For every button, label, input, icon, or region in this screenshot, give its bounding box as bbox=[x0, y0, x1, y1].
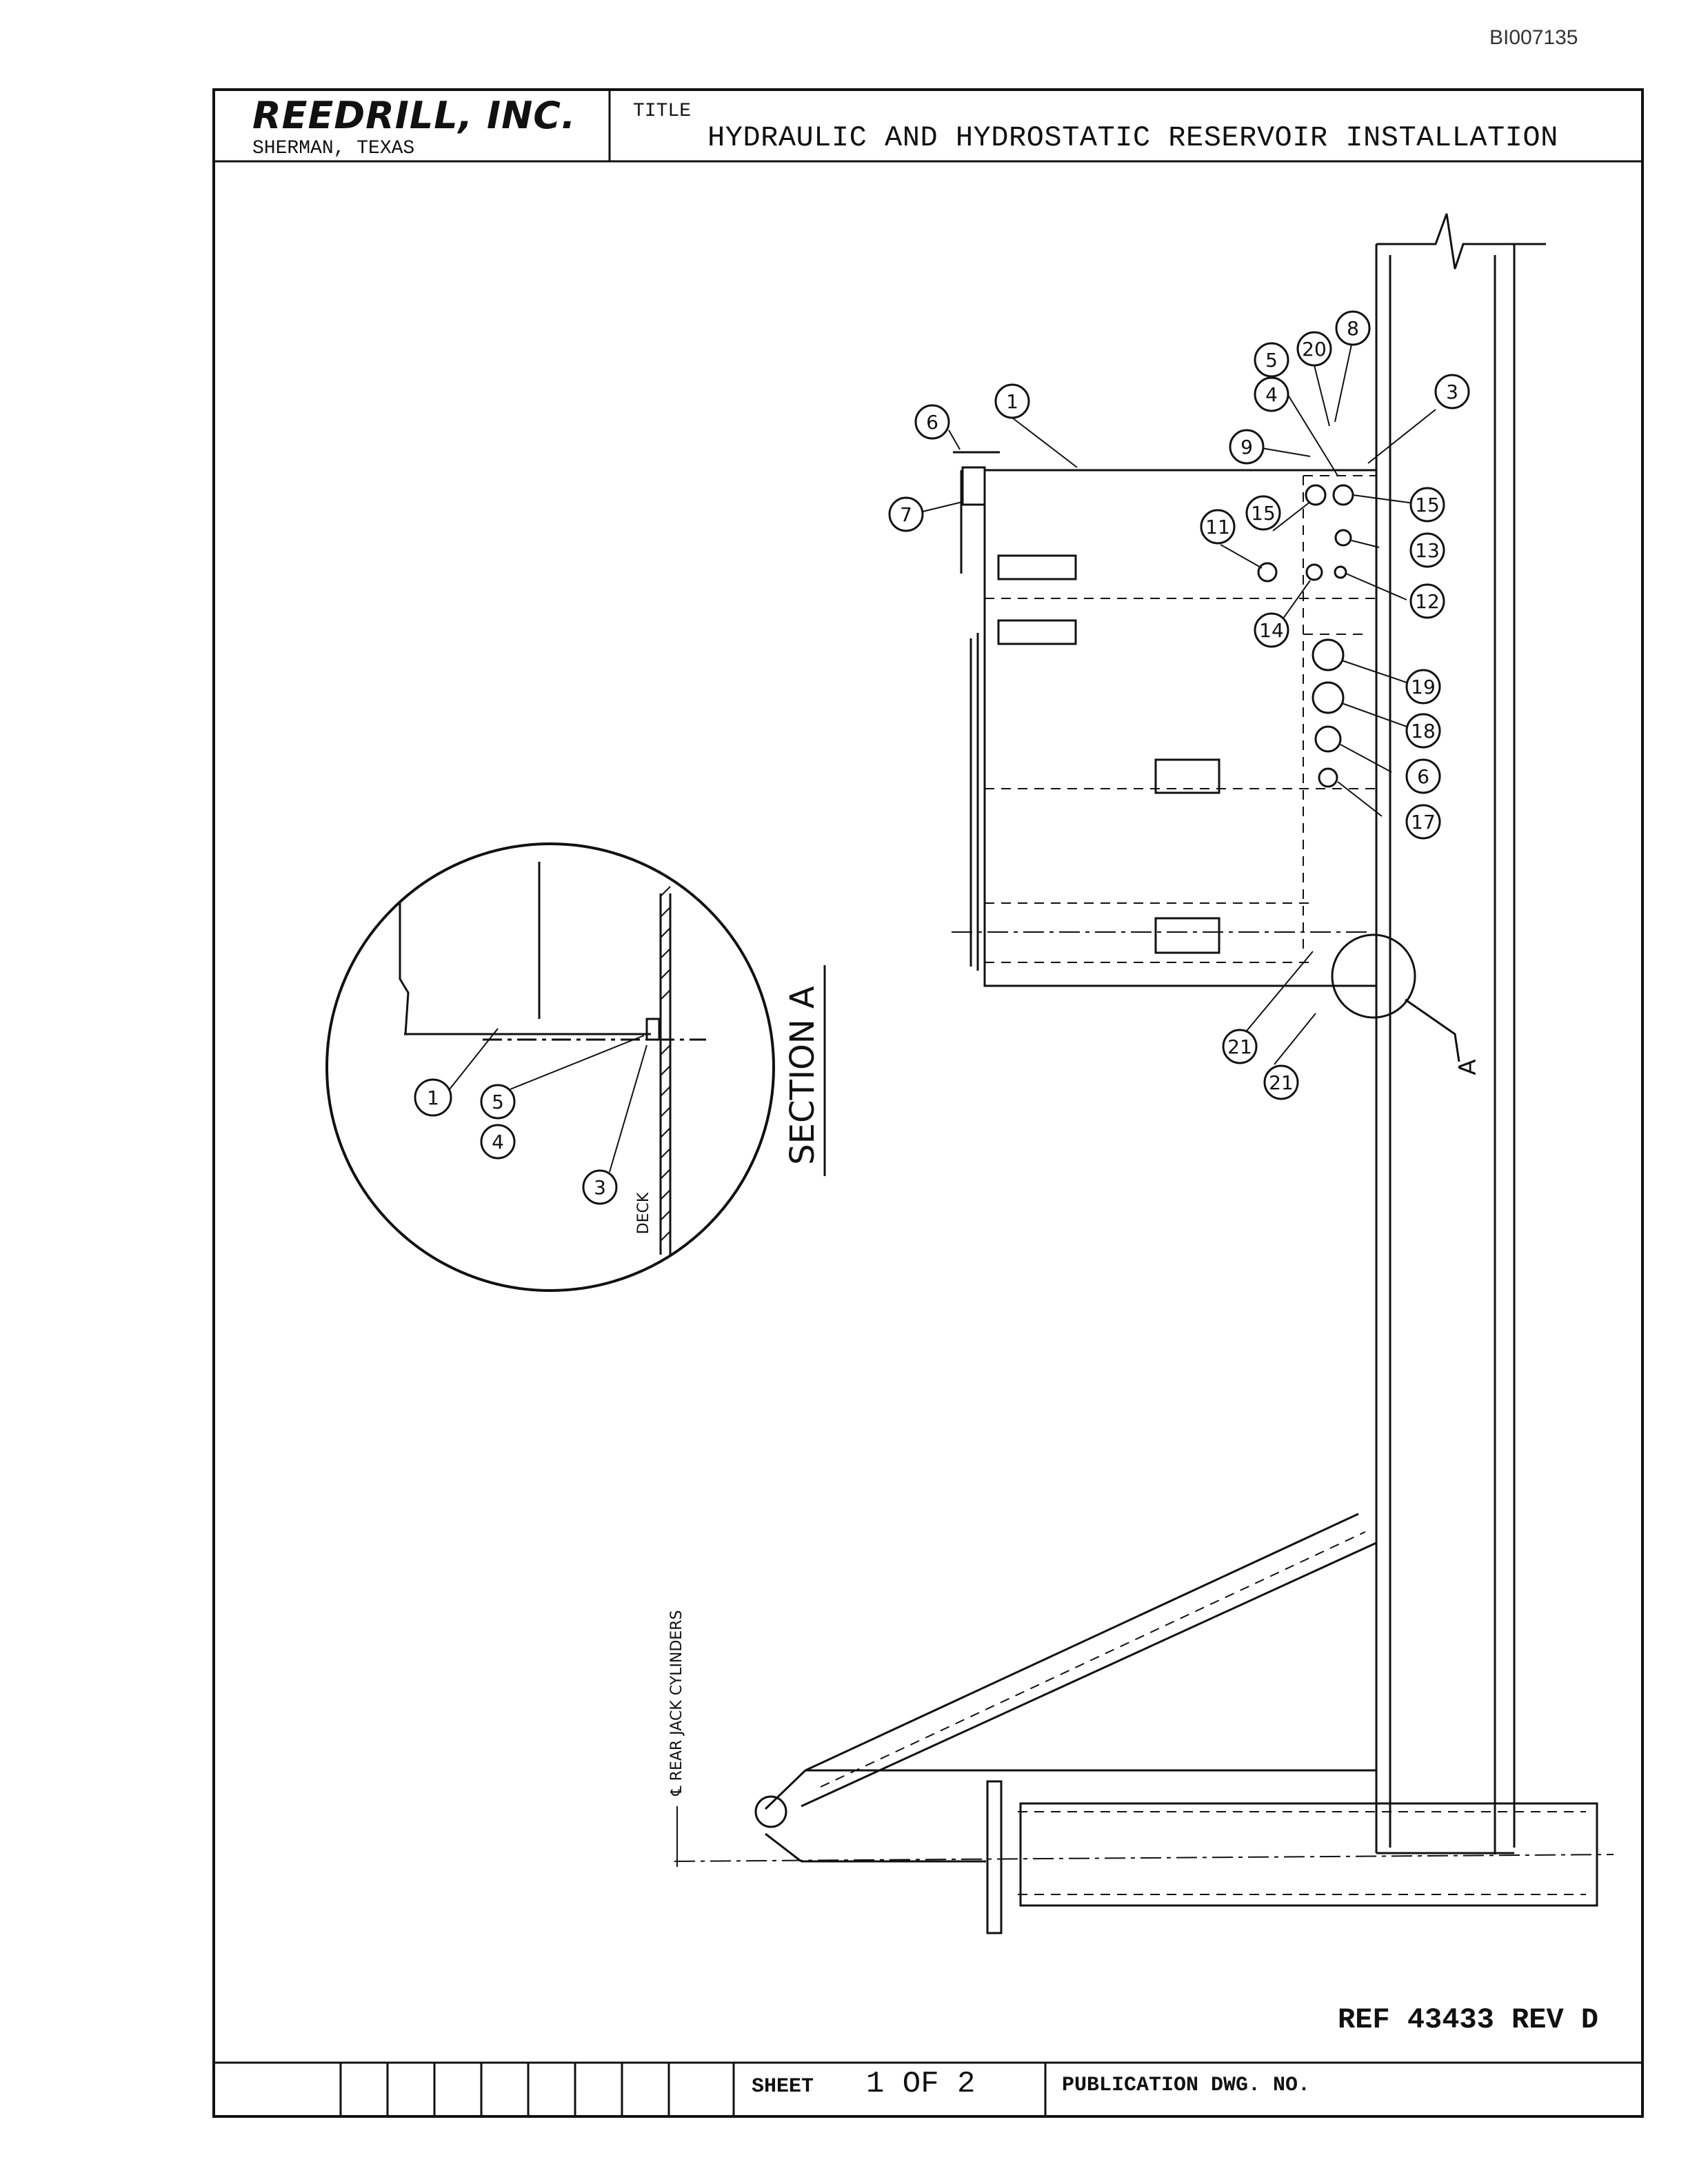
title-label: TITLE bbox=[633, 101, 692, 122]
section-a-callout-circle bbox=[1331, 933, 1416, 1019]
section-a-label: SECTION A bbox=[783, 986, 822, 1165]
sheet-number: 1 OF 2 bbox=[866, 2067, 976, 2101]
balloon-9-label: 8 bbox=[1347, 317, 1359, 340]
balloon-3-main-label: 3 bbox=[1446, 381, 1458, 403]
revision-cells bbox=[339, 2063, 1047, 2118]
section-a-leader bbox=[1405, 998, 1460, 1062]
balloon-15-right-label: 15 bbox=[1415, 494, 1440, 516]
balloon-15-right: 15 bbox=[1409, 487, 1445, 523]
balloon-11-label: 11 bbox=[1205, 516, 1230, 538]
balloon-5-section: 5 bbox=[480, 1084, 516, 1120]
balloon-4-main-label: 4 bbox=[1265, 383, 1278, 406]
balloon-8-label: 7 bbox=[900, 503, 912, 526]
balloon-18-label: 19 bbox=[1411, 676, 1436, 698]
balloon-5-main-label: 5 bbox=[1265, 349, 1278, 372]
section-a-detail bbox=[325, 842, 775, 1292]
balloon-4-section-label: 4 bbox=[492, 1131, 504, 1153]
balloon-3-section-label: 3 bbox=[594, 1176, 606, 1199]
balloon-13-label: 13 bbox=[1415, 539, 1440, 562]
balloon-5-section-label: 5 bbox=[492, 1091, 504, 1113]
balloon-9: 8 bbox=[1335, 310, 1371, 346]
balloon-3-main: 3 bbox=[1434, 374, 1470, 410]
section-a-callout-letter: A bbox=[1454, 1059, 1482, 1075]
balloon-13: 13 bbox=[1409, 532, 1445, 568]
balloon-8: 7 bbox=[888, 496, 924, 532]
frame-rail bbox=[1375, 213, 1546, 1854]
balloon-1-main: 1 bbox=[994, 383, 1030, 419]
balloon-11: 11 bbox=[1200, 509, 1236, 545]
balloon-12-label: 12 bbox=[1415, 590, 1440, 613]
balloon-21: 21 bbox=[1263, 1064, 1299, 1100]
balloon-1-main-label: 1 bbox=[1006, 390, 1018, 413]
balloon-20-label: 21 bbox=[1227, 1035, 1252, 1058]
balloon-20: 21 bbox=[1222, 1029, 1258, 1064]
publication-drawing-label: PUBLICATION DWG. NO. bbox=[1062, 2074, 1311, 2097]
company-name: REEDRILL, INC. bbox=[252, 94, 576, 137]
deck-label: DECK bbox=[635, 1192, 652, 1234]
strut-hidden-lines bbox=[820, 1531, 1586, 1895]
balloon-3-section: 3 bbox=[582, 1169, 618, 1205]
balloon-15-left: 15 bbox=[1245, 495, 1281, 531]
balloon-21-label: 21 bbox=[1269, 1071, 1294, 1094]
balloon-4-main: 4 bbox=[1254, 376, 1289, 412]
balloon-10: 9 bbox=[1229, 429, 1265, 465]
balloon-16: 17 bbox=[1405, 804, 1441, 840]
balloon-6-label: 6 bbox=[1417, 765, 1429, 788]
balloon-16-label: 17 bbox=[1411, 811, 1436, 833]
jack-centerline bbox=[674, 1854, 1614, 1862]
company-location: SHERMAN, TEXAS bbox=[252, 138, 415, 159]
balloon-12: 12 bbox=[1409, 583, 1445, 619]
balloon-5-main: 5 bbox=[1254, 342, 1289, 378]
document-id: BI007135 bbox=[1489, 26, 1578, 49]
sheet-label: SHEET bbox=[752, 2075, 814, 2099]
balloon-15-left-label: 15 bbox=[1251, 502, 1276, 525]
balloon-19: 20 bbox=[1296, 331, 1332, 367]
reservoir-tank bbox=[953, 451, 1378, 987]
leader-lines bbox=[449, 344, 1436, 1173]
balloon-14: 14 bbox=[1254, 612, 1289, 648]
balloon-7: 6 bbox=[914, 404, 950, 440]
drawing-frame bbox=[212, 88, 1644, 2118]
balloon-19-label: 20 bbox=[1302, 338, 1327, 361]
rear-jack-strut bbox=[754, 1513, 1598, 1934]
port-fittings bbox=[1257, 484, 1354, 788]
drawing-title: HYDRAULIC AND HYDROSTATIC RESERVOIR INST… bbox=[707, 121, 1558, 154]
balloon-7-label: 6 bbox=[926, 411, 938, 434]
balloon-1-section-label: 1 bbox=[427, 1086, 439, 1109]
tank-hidden-lines bbox=[985, 475, 1376, 963]
balloon-17: 18 bbox=[1405, 713, 1441, 749]
balloon-1-section: 1 bbox=[414, 1078, 452, 1117]
balloon-14-label: 14 bbox=[1259, 619, 1284, 642]
reference-revision: REF 43433 REV D bbox=[1338, 2003, 1599, 2036]
rear-jack-cylinders-label: ℄ REAR JACK CYLINDERS bbox=[668, 1610, 685, 1797]
balloon-4-section: 4 bbox=[480, 1124, 516, 1160]
balloon-6: 6 bbox=[1405, 758, 1441, 794]
balloon-18: 19 bbox=[1405, 669, 1441, 705]
balloon-10-label: 9 bbox=[1240, 436, 1253, 458]
balloon-17-label: 18 bbox=[1411, 720, 1436, 742]
section-a-contents bbox=[399, 862, 706, 1255]
deck-hatching bbox=[660, 886, 671, 1242]
